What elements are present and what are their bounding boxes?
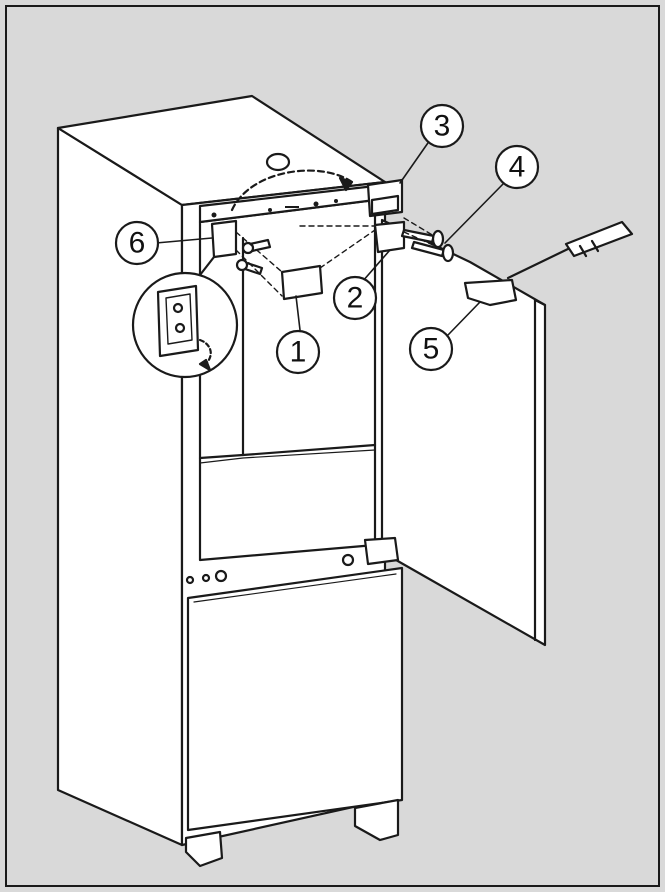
callout-5-label: 5: [423, 333, 440, 366]
callout-1-label: 1: [290, 336, 307, 369]
right-foot: [353, 798, 400, 842]
callout-4-label: 4: [509, 151, 526, 184]
hinge-plate: [370, 194, 400, 216]
screw-4b: [410, 240, 455, 263]
arrow-head: [338, 176, 354, 192]
callout-4: 4: [494, 144, 540, 190]
callout-3: 3: [419, 103, 465, 149]
callout-3-label: 3: [434, 110, 451, 143]
callout-2: 2: [332, 275, 378, 321]
hinge-detail-icon: [131, 255, 239, 379]
freezer-door: [186, 566, 404, 832]
curved-arrow-icon: [230, 169, 354, 212]
compartment-floor-edge: [198, 453, 245, 460]
diagram-border: [5, 5, 660, 887]
control-strip-markings: [211, 199, 338, 218]
mounting-holes: [185, 553, 355, 585]
freezer-door-edge: [193, 573, 397, 603]
screw-4a: [400, 228, 445, 249]
callout-5: 5: [408, 326, 454, 372]
callout-2-label: 2: [347, 282, 364, 315]
part-1-cover: [280, 264, 324, 301]
part-5-cover: [463, 278, 518, 307]
part-2-bracket: [373, 220, 406, 254]
left-foot: [184, 830, 224, 868]
callout-leaders: [155, 139, 506, 336]
callout-1: 1: [275, 329, 321, 375]
part-6-bracket: [210, 219, 238, 259]
screwdriver-icon: [506, 220, 634, 280]
callout-6: 6: [114, 220, 160, 266]
guide-lines: [235, 217, 445, 297]
door-corner: [533, 298, 547, 307]
top-knob: [265, 152, 291, 172]
compartment-floor-line: [199, 449, 376, 464]
detail-leader: [198, 255, 216, 277]
lower-hinge: [363, 536, 400, 566]
callout-6-label: 6: [129, 227, 146, 260]
open-door: [380, 218, 547, 647]
screw-upper: [241, 238, 272, 255]
